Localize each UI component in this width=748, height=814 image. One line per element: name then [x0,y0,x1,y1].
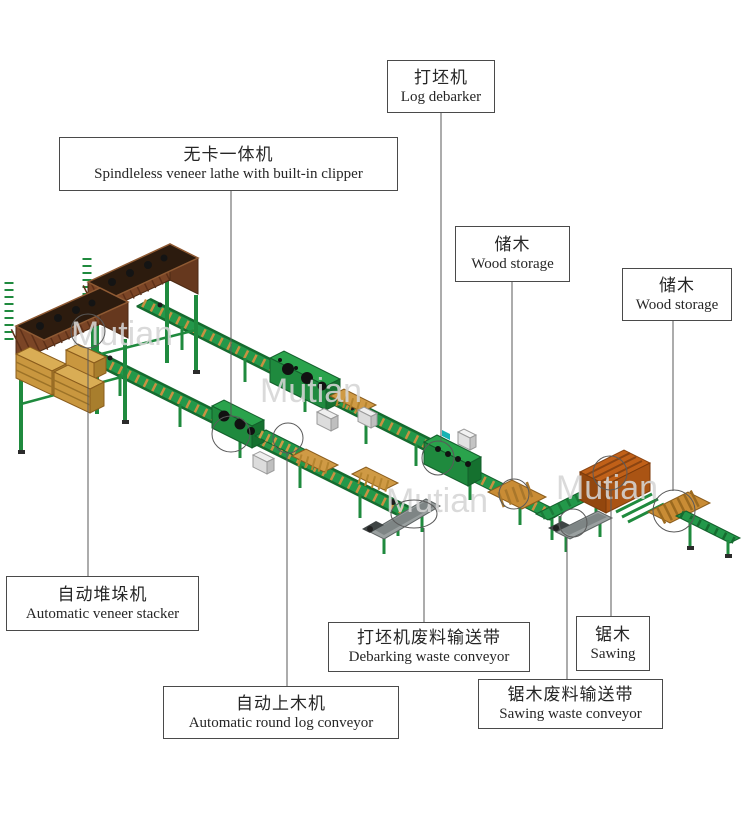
circle-wood-storage-2 [652,489,696,533]
pallet-stacks [14,343,108,414]
callout-sawing-en: Sawing [590,645,636,662]
circle-sawing [592,455,628,491]
callout-veneer-stacker-en: Automatic veneer stacker [25,605,180,622]
watermarks: Mutian Mutian Mutian Mutian [71,315,658,520]
callout-sawing-waste-conveyor: 锯木废料输送带 Sawing waste conveyor [478,679,663,729]
veneer-lathe-2 [210,399,266,449]
callout-wood-storage-2: 储木 Wood storage [622,268,732,321]
circle-sawing-waste [558,508,588,538]
circle-wood-storage-1 [498,478,530,510]
callout-sawing-waste-zh: 锯木废料输送带 [507,685,634,704]
callout-wood-storage-2-zh: 储木 [659,275,695,295]
callout-round-log-en: Automatic round log conveyor [188,714,374,731]
callout-wood-storage-1-en: Wood storage [471,256,554,272]
callout-debarking-waste-conveyor: 打坯机废料输送带 Debarking waste conveyor [328,622,530,672]
callout-veneer-stacker-zh: 自动堆垛机 [57,584,148,604]
callout-log-debarker: 打坯机 Log debarker [387,60,495,113]
callout-wood-storage-1: 储木 Wood storage [455,226,570,282]
veneer-packs [290,388,400,493]
control-cabinets [251,406,379,475]
callout-round-log-zh: 自动上木机 [236,693,326,713]
callout-sawing: 锯木 Sawing [576,616,650,671]
callout-log-debarker-zh: 打坯机 [414,67,468,87]
callout-spindleless-lathe-en: Spindleless veneer lathe with built-in c… [94,166,363,182]
callout-round-log-conveyor: 自动上木机 Automatic round log conveyor [163,686,399,739]
callout-spindleless-lathe: 无卡一体机 Spindleless veneer lathe with buil… [59,137,398,191]
watermark-text: Mutian [71,315,173,353]
debarking-waste-belt [362,498,442,554]
callout-log-debarker-en: Log debarker [400,88,482,105]
callout-wood-storage-1-zh: 储木 [494,235,531,254]
watermark-text: Mutian [260,372,362,410]
callout-debarking-waste-en: Debarking waste conveyor [348,649,510,665]
right-output-conveyor [674,510,742,558]
callout-sawing-zh: 锯木 [595,624,631,644]
circle-debarking-waste [390,499,438,529]
sawing-machine [578,449,652,514]
callout-sawing-waste-en: Sawing waste conveyor [499,706,642,722]
callout-wood-storage-2-en: Wood storage [635,296,719,313]
watermark-text: Mutian [556,469,658,507]
circle-board-conveyor [272,422,304,454]
callout-spindleless-lathe-zh: 无卡一体机 [183,145,274,164]
wood-storage-deck-2 [615,487,712,525]
callout-veneer-stacker: 自动堆垛机 Automatic veneer stacker [6,576,199,631]
sawing-waste-belt [548,510,614,552]
callout-debarking-waste-zh: 打坯机废料输送带 [357,628,501,647]
circle-debarker [421,440,455,476]
front-veneer-stacker [4,282,130,454]
circle-veneer-stacker [70,313,106,349]
annotation-circles [70,313,696,538]
connector-lines [87,113,674,686]
log-debarker-machine [422,428,483,487]
